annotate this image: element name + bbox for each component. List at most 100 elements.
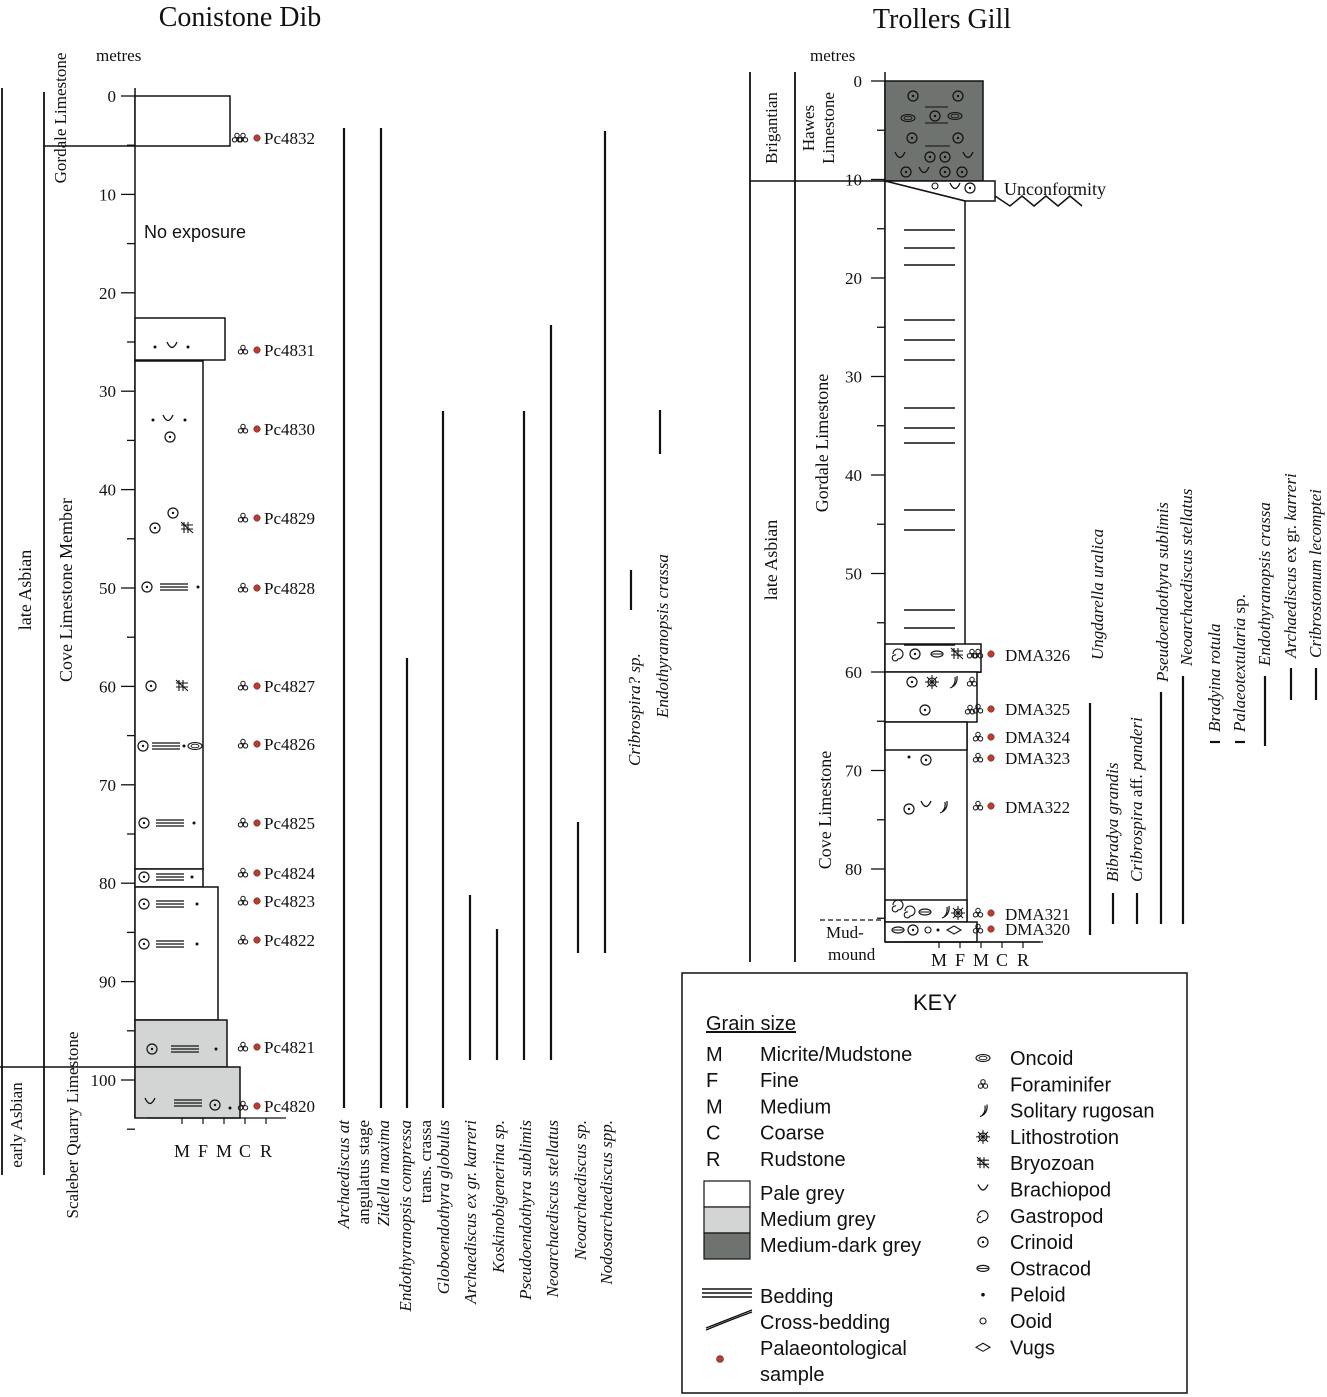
right-tick-label: 70 — [845, 762, 862, 781]
sample-dot — [253, 682, 261, 690]
right-section-title: Trollers Gill — [873, 4, 1011, 35]
sample-dot — [253, 425, 261, 433]
left-lithology-symbols — [137, 132, 243, 1111]
sample-dot — [253, 514, 261, 522]
fossil-label: Oncoid — [1010, 1048, 1073, 1070]
sample-dot — [253, 819, 261, 827]
right-lithology-symbols — [891, 90, 978, 936]
foram-icon — [237, 1041, 249, 1052]
right-tick-label: 20 — [845, 269, 862, 288]
grain-size-heading: Grain size — [706, 1013, 796, 1035]
fossil-label: Solitary rugosan — [1010, 1101, 1155, 1123]
left-tick-label: 40 — [99, 481, 116, 500]
grain-code: C — [706, 1123, 720, 1145]
sample-label: DMA323 — [1005, 749, 1070, 768]
bedding-icon — [702, 1288, 752, 1298]
grain-size-label: Coarse — [760, 1123, 824, 1145]
left-stage-early-asbian: early Asbian — [7, 1082, 26, 1168]
colour-swatch — [703, 1206, 751, 1234]
sample-label: Pc4830 — [264, 420, 315, 439]
grain-label: M — [931, 950, 947, 970]
taxon-label: Neoarchaediscus stellatus — [1177, 488, 1196, 667]
taxon-label: Endothyranopsis crassa — [1255, 502, 1274, 667]
colour-swatch — [703, 1180, 751, 1208]
sample-dot — [253, 869, 261, 877]
fossil-label: Vugs — [1010, 1337, 1055, 1359]
left-units-label: metres — [96, 46, 141, 65]
no-exposure-label: No exposure — [144, 222, 246, 242]
right-unit-cove: Cove Limestone — [815, 751, 835, 869]
taxon-label: Bibradya grandis — [1103, 762, 1122, 882]
sample-label: DMA325 — [1005, 700, 1070, 719]
taxon-label: Zidella maxima — [374, 1120, 393, 1226]
structure-legend: Bedding Cross-bedding Palaeontological s… — [702, 1286, 907, 1386]
grain-code: R — [706, 1149, 720, 1171]
cross-bedding-icon — [705, 1309, 753, 1331]
left-section-title: Conistone Dib — [159, 2, 322, 33]
foram-icon — [237, 895, 249, 906]
conistone-dib-section: Conistone Dib metres late Asbian early A… — [0, 2, 672, 1313]
peloid-icon — [981, 1292, 985, 1297]
grain-size-label: Micrite/Mudstone — [760, 1044, 912, 1066]
sample-dot — [987, 754, 995, 762]
taxon-label: Koskinobigenerina sp. — [489, 1120, 508, 1274]
fossil-label: Bryozoan — [1010, 1153, 1095, 1175]
taxon-label: Endothyranopsis compressatrans. crassa — [396, 1120, 435, 1313]
fossil-label: Brachiopod — [1010, 1180, 1111, 1202]
grain-code: F — [706, 1070, 718, 1092]
right-tick-label: 0 — [854, 72, 863, 91]
taxon-label: Bradyina rotula — [1205, 624, 1224, 732]
left-tick-label: 0 — [108, 87, 117, 106]
taxon-label: Globoendothyra globulus — [434, 1120, 453, 1295]
right-tick-label: 30 — [845, 368, 862, 387]
grain-label: M — [216, 1141, 232, 1161]
sample-label: Pc4821 — [264, 1038, 315, 1057]
fossil-label: Lithostrotion — [1010, 1127, 1119, 1149]
taxon-label: Cribrospira? sp. — [625, 653, 644, 766]
grain-label: C — [996, 950, 1008, 970]
foram-icon — [237, 867, 249, 878]
sample-dot — [253, 1043, 261, 1051]
grain-label: R — [260, 1141, 272, 1161]
sample-dot — [253, 584, 261, 592]
left-unit-gordale: Gordale Limestone — [51, 53, 70, 184]
legend-cross-bedding: Cross-bedding — [760, 1312, 890, 1334]
right-tick-label: 10 — [845, 171, 862, 190]
sample-dot — [987, 733, 995, 741]
right-unit-mudmound-2: mound — [828, 945, 876, 964]
fossil-label: Peloid — [1010, 1285, 1066, 1307]
foram-icon — [237, 512, 249, 523]
foram-icon — [237, 423, 249, 434]
legend-palaeo-sample-1: Palaeontological — [760, 1338, 907, 1360]
sample-label: DMA320 — [1005, 920, 1070, 939]
sample-dot — [987, 909, 995, 917]
sample-label: Pc4827 — [264, 677, 316, 696]
sample-label: DMA324 — [1005, 728, 1071, 747]
right-tick-label: 60 — [845, 663, 862, 682]
foram-icon — [972, 752, 984, 763]
sample-label: Pc4832 — [264, 129, 315, 148]
legend-palaeo-sample-2: sample — [760, 1364, 824, 1386]
taxon-label: Archaediscus ex gr. karreri — [1281, 473, 1300, 659]
taxon-label: Archaediscus atangulatus stage — [334, 1119, 373, 1230]
sample-label: Pc4831 — [264, 341, 315, 360]
taxon-label: Neoarchaediscus stellatus — [543, 1120, 562, 1299]
sample-label: Pc4822 — [264, 931, 315, 950]
sample-dot — [987, 802, 995, 810]
foram-icon — [237, 344, 249, 355]
grain-size-label: Rudstone — [760, 1149, 846, 1171]
taxon-label: Pseudoendothyra sublimis — [516, 1120, 535, 1301]
taxon-label: Endothyranopsis crassa — [653, 554, 672, 719]
left-tick-label: 90 — [99, 973, 116, 992]
sample-label: DMA326 — [1005, 646, 1070, 665]
sample-label: DMA321 — [1005, 905, 1070, 924]
left-tick-label: 80 — [99, 874, 116, 893]
taxon-label: Ungdarella uralica — [1088, 529, 1107, 660]
grain-label: F — [955, 950, 965, 970]
